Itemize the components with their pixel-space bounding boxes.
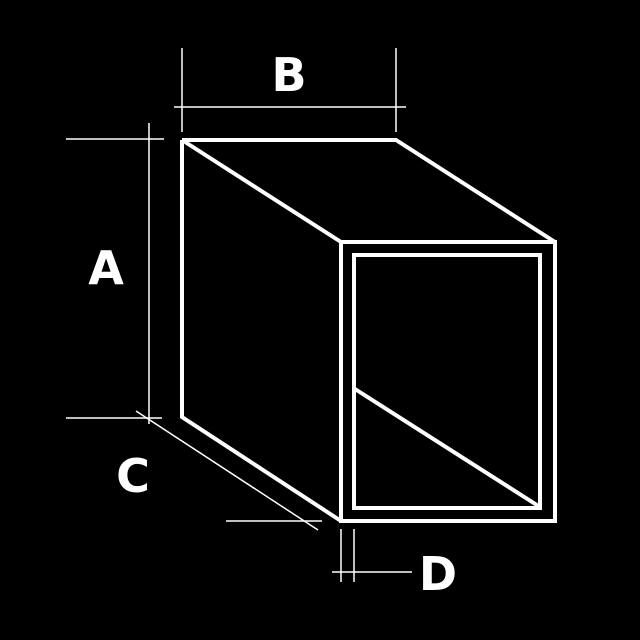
label-d: D — [419, 547, 457, 601]
label-c: C — [116, 449, 150, 503]
label-a: A — [88, 241, 124, 295]
tube-front-outer — [339, 240, 557, 523]
tube-front-inner — [352, 253, 542, 510]
label-b: B — [271, 48, 306, 102]
dimension-lines — [66, 48, 412, 582]
tube-top-face — [182, 138, 557, 244]
tube-interior-edge — [353, 387, 542, 509]
tube-back-face — [180, 140, 343, 523]
tube-top-edge — [180, 138, 343, 244]
dim-c-line — [135, 410, 319, 531]
tube-body — [180, 138, 557, 523]
